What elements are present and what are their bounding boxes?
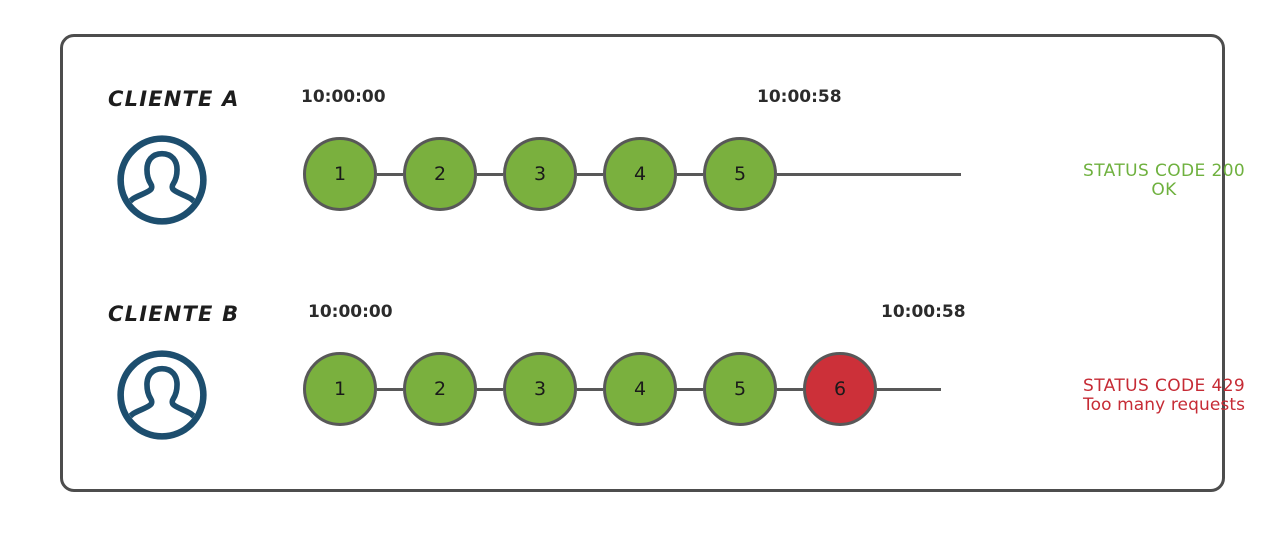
diagram-frame: CLIENTE A 10:00:00 10:00:58 1 2 3 4 5	[60, 34, 1245, 492]
request-node[interactable]: 5	[703, 352, 777, 426]
chain-connector	[577, 387, 603, 391]
status-badge-a: STATUS CODE 200 OK	[1083, 161, 1246, 201]
chain-connector	[477, 387, 503, 391]
chain-connector	[577, 172, 603, 176]
timestamp-start-b: 10:00:00	[308, 302, 393, 322]
request-node[interactable]: 3	[503, 352, 577, 426]
request-node[interactable]: 1	[303, 137, 377, 211]
chain-connector	[677, 172, 703, 176]
client-label-b: CLIENTE B	[108, 302, 240, 326]
client-row-b: CLIENTE B 10:00:00 10:00:58 1 2 3 4 5 6	[63, 292, 1245, 492]
user-avatar-icon	[115, 133, 209, 227]
request-chain-a: 1 2 3 4 5	[303, 137, 961, 211]
request-node[interactable]: 4	[603, 352, 677, 426]
request-node[interactable]: 2	[403, 137, 477, 211]
status-code-text: STATUS CODE 429	[1083, 376, 1246, 396]
client-row-a: CLIENTE A 10:00:00 10:00:58 1 2 3 4 5	[63, 77, 1245, 277]
timestamp-start-a: 10:00:00	[301, 87, 386, 107]
chain-connector	[777, 387, 803, 391]
request-node-rejected[interactable]: 6	[803, 352, 877, 426]
request-node[interactable]: 4	[603, 137, 677, 211]
chain-tail-connector	[777, 172, 961, 176]
user-avatar-icon	[115, 348, 209, 442]
request-node[interactable]: 2	[403, 352, 477, 426]
status-badge-b: STATUS CODE 429 Too many requests	[1083, 376, 1246, 416]
request-node[interactable]: 5	[703, 137, 777, 211]
chain-connector	[377, 387, 403, 391]
request-node[interactable]: 1	[303, 352, 377, 426]
request-node[interactable]: 3	[503, 137, 577, 211]
status-message-text: Too many requests	[1083, 395, 1246, 416]
request-chain-b: 1 2 3 4 5 6	[303, 352, 941, 426]
status-message-text: OK	[1151, 180, 1177, 201]
chain-connector	[377, 172, 403, 176]
status-code-text: STATUS CODE 200	[1083, 161, 1246, 181]
chain-connector	[477, 172, 503, 176]
chain-connector	[677, 387, 703, 391]
client-label-a: CLIENTE A	[108, 87, 240, 111]
chain-tail-connector	[877, 387, 941, 391]
timestamp-end-b: 10:00:58	[881, 302, 966, 322]
timestamp-end-a: 10:00:58	[757, 87, 842, 107]
